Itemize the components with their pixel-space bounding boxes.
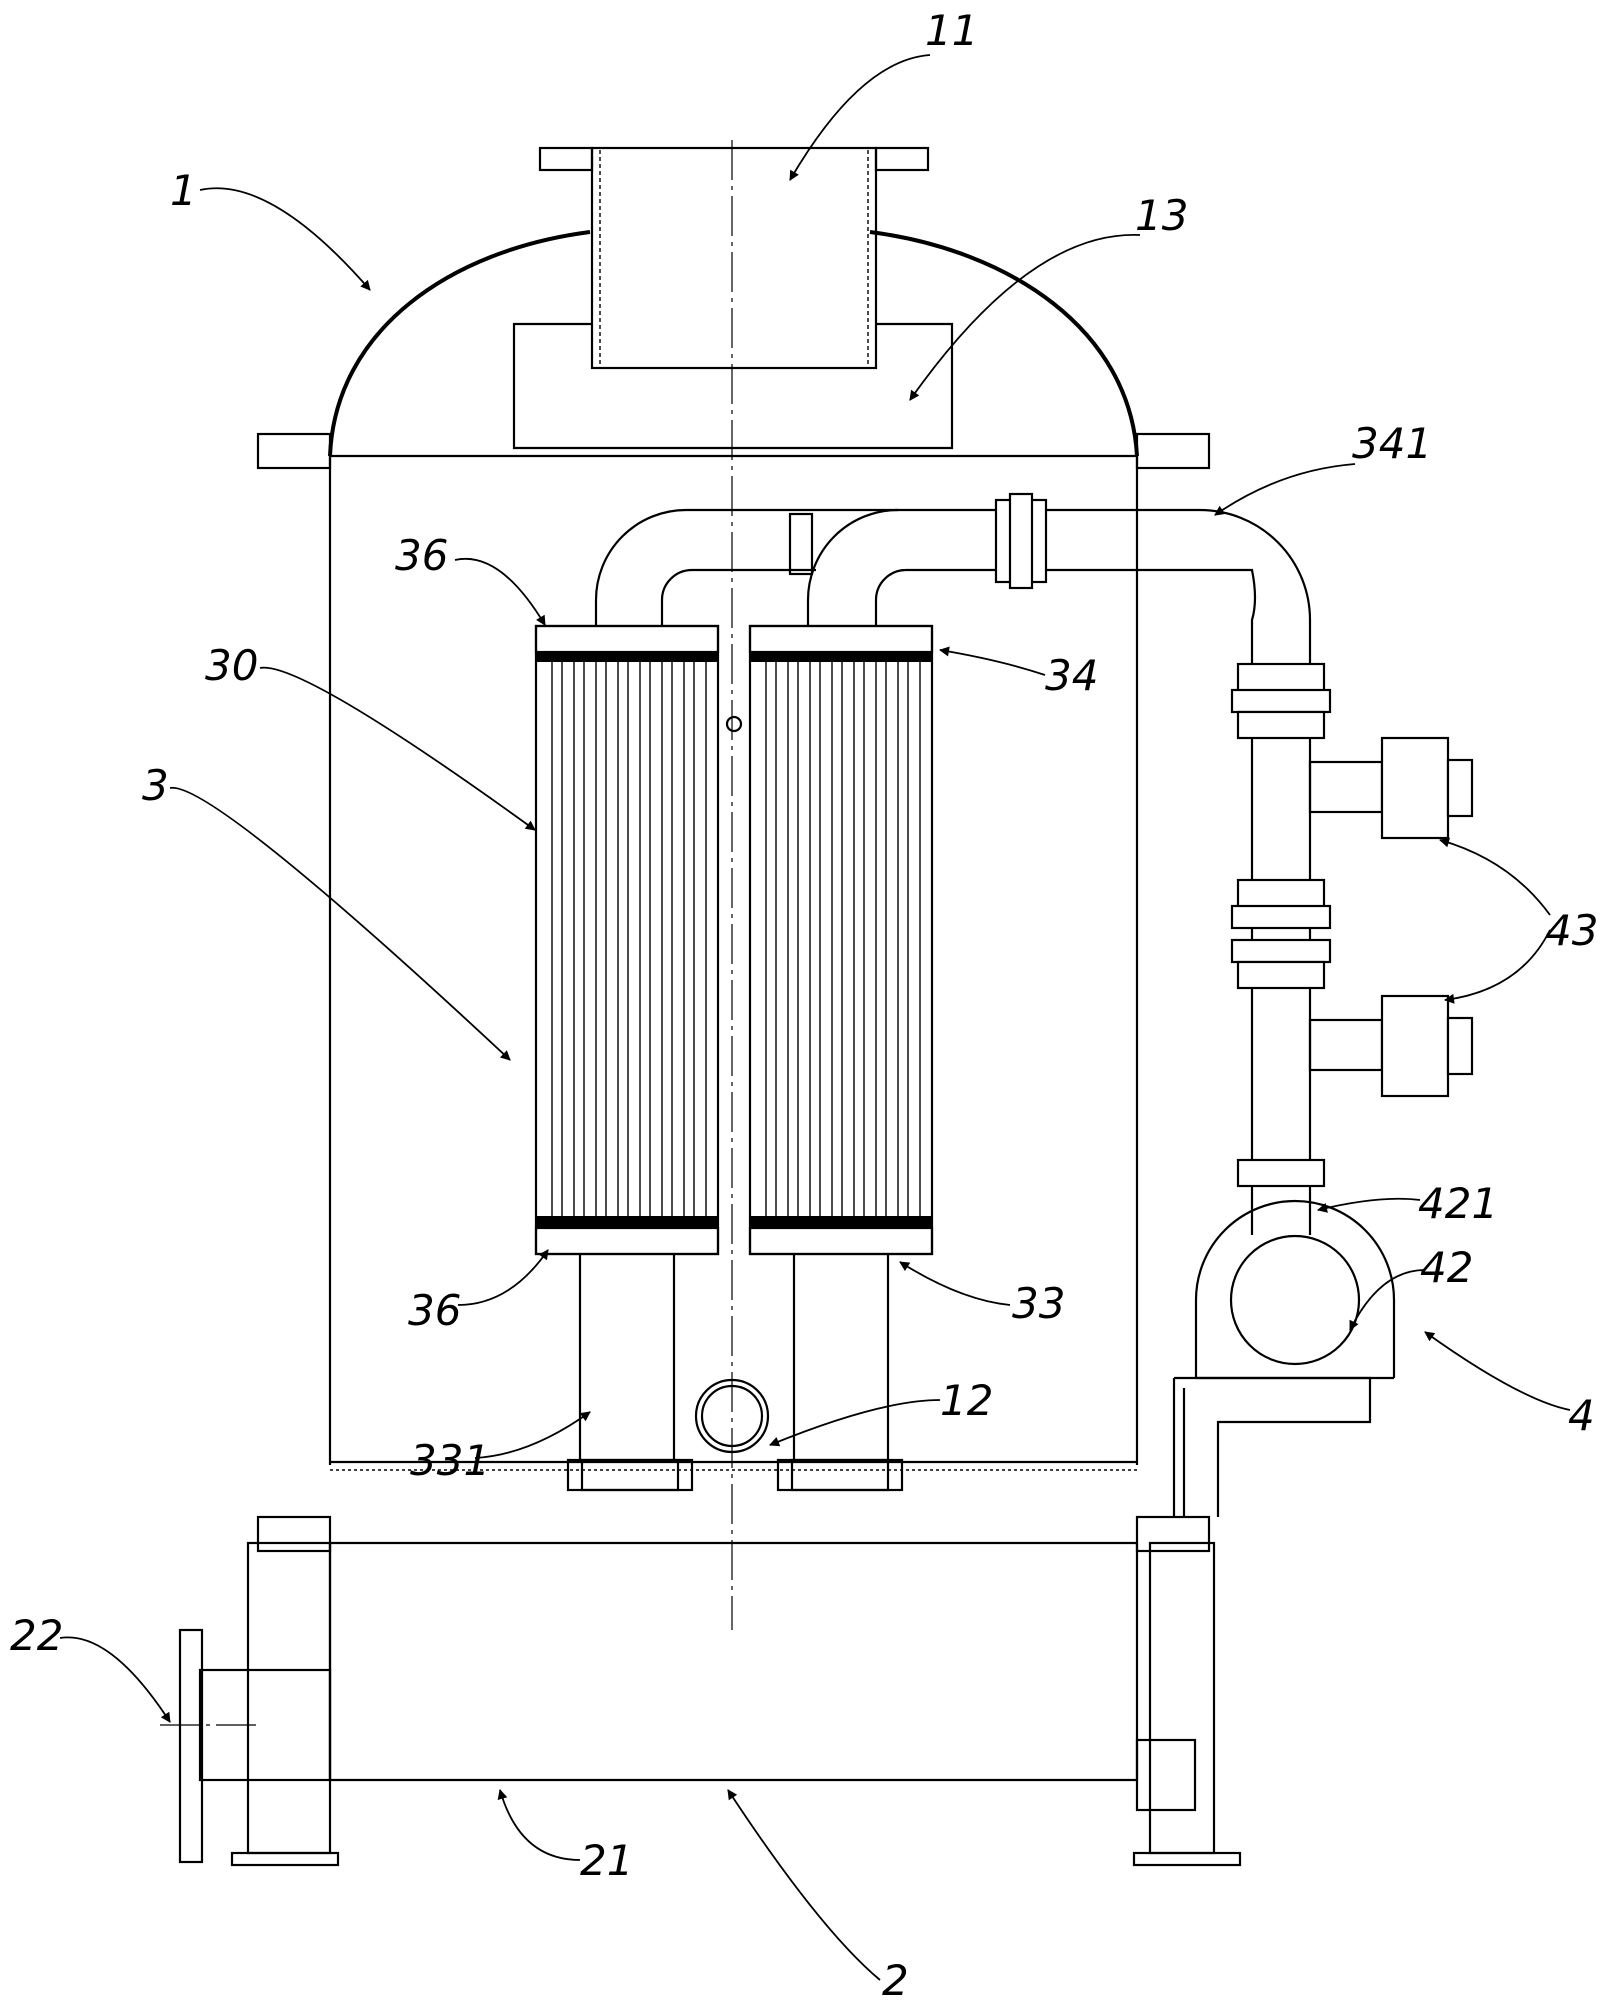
base-chamber [160, 1541, 1242, 1867]
label-43-group: 43 [1439, 837, 1598, 1004]
label-2: 2 [882, 1956, 909, 2005]
label-36-bottom: 36 [408, 1286, 461, 1335]
label-11-group: 11 [789, 6, 978, 181]
label-421: 421 [1418, 1179, 1498, 1228]
filter-module-right [748, 624, 934, 1256]
label-22: 22 [10, 1611, 63, 1660]
label-34: 34 [1045, 651, 1098, 700]
label-13-group: 13 [909, 191, 1188, 401]
label-341-group: 341 [1214, 419, 1432, 516]
label-36-bottom-group: 36 [408, 1249, 549, 1335]
label-13: 13 [1135, 191, 1188, 240]
lower-tubes [566, 1254, 904, 1492]
label-341: 341 [1352, 419, 1432, 468]
label-30-group: 30 [205, 641, 536, 831]
label-3: 3 [142, 761, 169, 810]
manifold-pipe [594, 492, 1312, 660]
label-421-group: 421 [1317, 1179, 1498, 1228]
collector-tank [1172, 1199, 1396, 1517]
label-331: 331 [410, 1436, 490, 1485]
label-12-group: 12 [769, 1376, 993, 1447]
label-3-group: 3 [142, 761, 511, 1061]
inlet-pipe [538, 146, 930, 370]
label-30: 30 [205, 641, 258, 690]
label-42-group: 42 [1349, 1243, 1473, 1331]
outlet-pipe-12 [694, 1378, 770, 1454]
diffuser-box [512, 322, 954, 450]
label-43: 43 [1545, 906, 1598, 955]
label-34-group: 34 [939, 646, 1098, 700]
label-4: 4 [1568, 1391, 1595, 1440]
filter-module-left [534, 624, 720, 1256]
vessel-body [256, 230, 1211, 1553]
label-4-group: 4 [1424, 1331, 1595, 1440]
label-2-group: 2 [727, 1789, 909, 2005]
label-33-group: 33 [899, 1261, 1065, 1328]
label-1: 1 [170, 166, 197, 215]
label-42: 42 [1420, 1243, 1473, 1292]
vertical-header [1230, 660, 1474, 1235]
label-36-top: 36 [395, 531, 448, 580]
center-marker [725, 715, 743, 733]
label-21: 21 [580, 1836, 633, 1885]
label-33: 33 [1012, 1279, 1065, 1328]
label-21-group: 21 [497, 1789, 633, 1885]
label-22-group: 22 [10, 1611, 171, 1723]
label-1-group: 1 [170, 166, 371, 291]
label-331-group: 331 [410, 1411, 591, 1485]
label-36-top-group: 36 [395, 531, 546, 626]
label-12: 12 [940, 1376, 993, 1425]
label-11: 11 [925, 6, 978, 55]
